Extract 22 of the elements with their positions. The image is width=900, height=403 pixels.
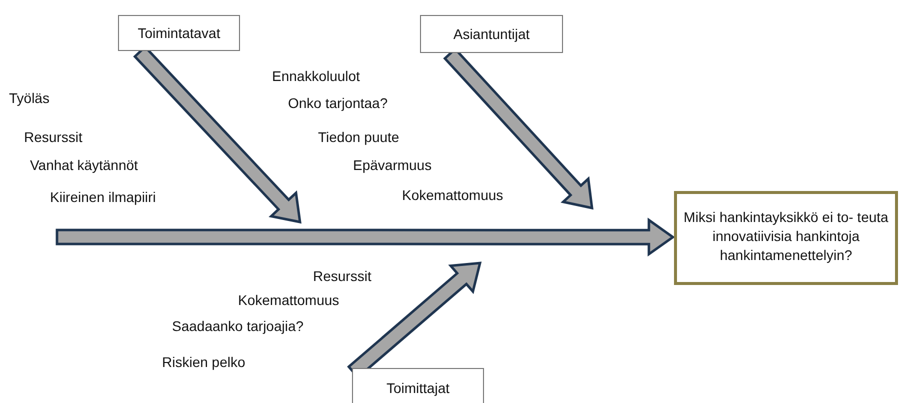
node-text: Asiantuntijat bbox=[453, 24, 530, 44]
cause-label: Kokemattomuus bbox=[402, 187, 504, 203]
node-text: Toimintatavat bbox=[138, 24, 220, 42]
cause-label: Kokemattomuus bbox=[238, 292, 340, 308]
cause-label: Tiedon puute bbox=[318, 129, 400, 145]
block-arrow bbox=[56, 218, 676, 257]
cause-label: Resurssit bbox=[313, 268, 372, 284]
problem-box bbox=[674, 191, 898, 285]
cause-label: Riskien pelko bbox=[162, 354, 246, 370]
cause-label: Onko tarjontaa? bbox=[288, 95, 388, 111]
category-box bbox=[352, 368, 484, 403]
cause-label: Vanhat käytännöt bbox=[30, 157, 138, 173]
cause-label: Resurssit bbox=[24, 129, 82, 145]
cause-label: Saadaanko tarjoajia? bbox=[172, 318, 304, 334]
cause-label: Ennakkoluulot bbox=[272, 68, 360, 84]
node-text: Toimittajat bbox=[386, 378, 450, 398]
cause-label: Epävarmuus bbox=[353, 157, 432, 173]
category-box bbox=[420, 15, 563, 53]
category-box bbox=[118, 15, 240, 51]
cause-label: Kiireinen ilmapiiri bbox=[50, 189, 156, 205]
node-text: Miksi hankintayksikkö ei to- teuta innovatiivisia hankintoja hankintamenettelyin? bbox=[682, 208, 890, 265]
cause-label: Työläs bbox=[9, 90, 50, 106]
